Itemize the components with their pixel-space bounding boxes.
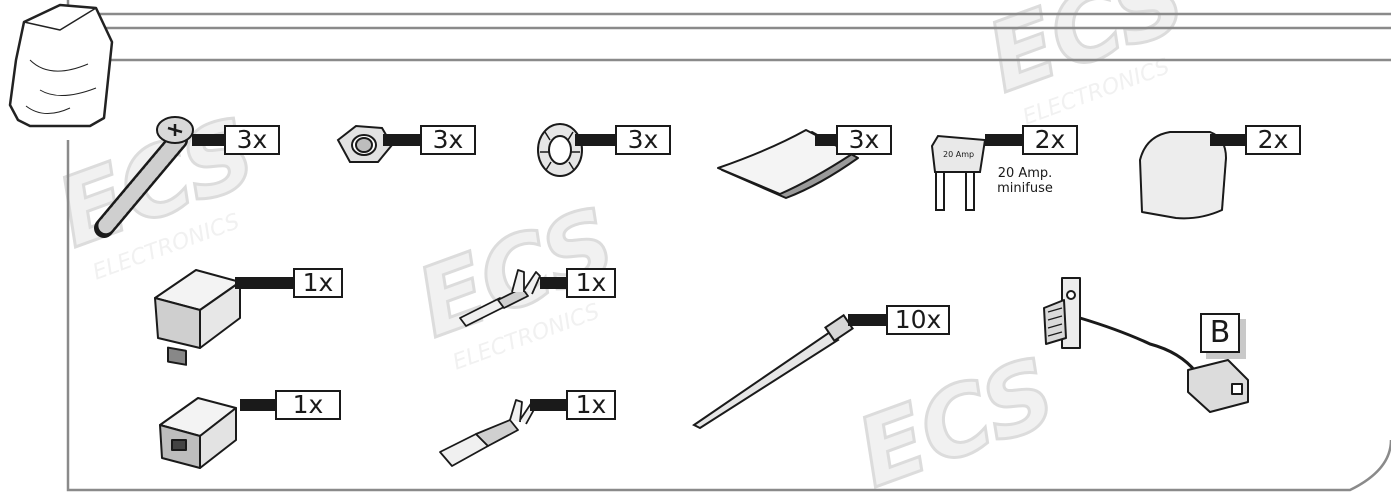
- svg-text:ECS: ECS: [844, 338, 1069, 495]
- qty-badge-nut: 3x: [420, 125, 476, 155]
- fuse-note-line2: minifuse: [997, 181, 1053, 196]
- fuse-note: 20 Amp. minifuse: [985, 166, 1065, 196]
- qty-badge-pad: 3x: [836, 125, 892, 155]
- connector-housing-icon: [159, 397, 237, 469]
- qty-badge-cap: 2x: [1245, 125, 1301, 155]
- fuse-note-line1: 20 Amp.: [997, 166, 1053, 181]
- qty-badge-housing-male: 1x: [293, 268, 343, 298]
- qty-badge-fuse: 2x: [1022, 125, 1078, 155]
- qty-badge-washer: 3x: [615, 125, 671, 155]
- fuse-print: 20 Amp: [943, 150, 974, 159]
- washer-icon: [537, 123, 583, 177]
- terminal-icon: [439, 399, 537, 467]
- qty-badge-housing-female: 1x: [275, 390, 341, 420]
- sensor-label: B: [1200, 313, 1240, 353]
- sensor-icon: [1043, 277, 1249, 413]
- panel-frame: [66, 0, 1391, 492]
- connector-housing-icon: [154, 269, 241, 366]
- qty-badge-cable-tie: 10x: [886, 305, 950, 335]
- qty-badge-terminal-female: 1x: [566, 390, 616, 420]
- screw-icon: [94, 116, 194, 238]
- fuse-icon: 20 Amp: [930, 134, 987, 211]
- cable-tie-icon: [692, 313, 854, 430]
- terminal-icon: [459, 269, 541, 327]
- bag-icon: [8, 3, 114, 128]
- qty-badge-terminal-male: 1x: [566, 268, 616, 298]
- nut-icon: [336, 124, 394, 163]
- qty-badge-screw: 3x: [224, 125, 280, 155]
